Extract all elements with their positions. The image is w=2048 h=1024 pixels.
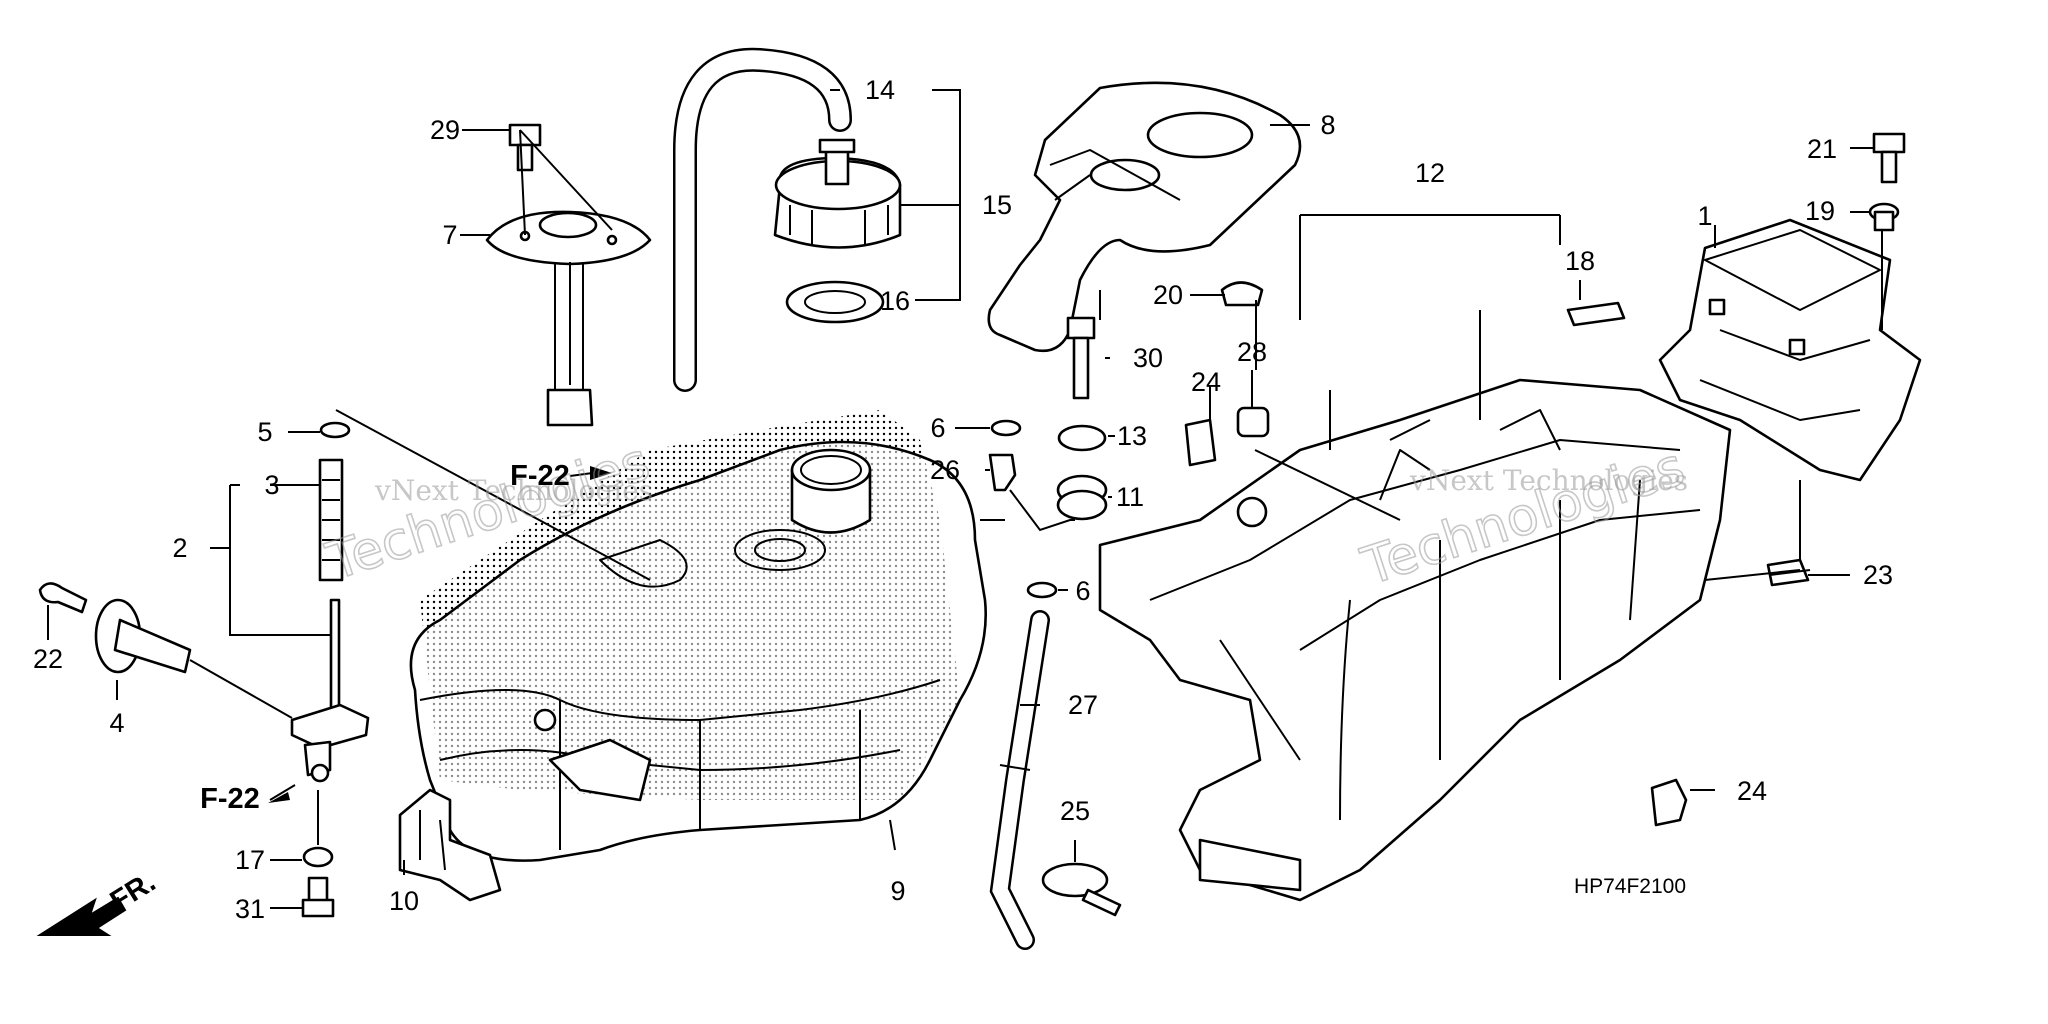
watermark-text-1: vNext Technologies — [374, 474, 653, 507]
washer-17-part — [302, 846, 334, 868]
bolt-30-part — [1066, 316, 1096, 400]
collar-19-part — [1868, 202, 1900, 232]
reference-f22-top: F-22 — [510, 460, 570, 492]
rubber-11-part — [1056, 474, 1108, 521]
callout-31: 31 — [235, 894, 265, 924]
fuel-sender-part — [485, 210, 652, 427]
callout-16: 16 — [880, 286, 910, 316]
callout-30: 30 — [1133, 343, 1163, 373]
watermark-text-2: vNext Technologies — [1409, 464, 1688, 497]
callout-26: 26 — [930, 455, 960, 485]
clamp-10-part — [398, 788, 502, 902]
callout-21: 21 — [1807, 134, 1837, 164]
reference-f22-left: F-22 — [200, 783, 260, 815]
inner-fender-part — [1098, 310, 1732, 902]
bolt-31-part — [301, 876, 335, 918]
callout-20: 20 — [1153, 280, 1183, 310]
bolt-21-part — [1872, 132, 1906, 184]
callout-13: 13 — [1117, 421, 1147, 451]
fuel-cap-part — [773, 138, 902, 249]
leader-lines — [47, 89, 1883, 909]
callout-17: 17 — [235, 845, 265, 875]
callout-10: 10 — [389, 886, 419, 916]
callout-1: 1 — [1697, 201, 1712, 231]
callout-22: 22 — [33, 644, 63, 674]
clip-24-part — [1184, 418, 1688, 827]
ref-arrows — [268, 466, 612, 803]
callout-6-upper: 6 — [930, 413, 945, 443]
battery-box-part — [1658, 218, 1922, 482]
callout-19: 19 — [1805, 196, 1835, 226]
callout-8: 8 — [1320, 110, 1335, 140]
callout-12: 12 — [1415, 158, 1445, 188]
clip-25-part — [1041, 862, 1122, 917]
callout-18: 18 — [1565, 246, 1595, 276]
collar-13-part — [1057, 424, 1107, 452]
callout-24-lower: 24 — [1737, 776, 1767, 806]
washer-5-part — [319, 421, 351, 439]
hose-27-part — [989, 610, 1050, 950]
front-direction-arrow — [36, 896, 127, 936]
plug-28-part — [1236, 406, 1270, 438]
filter-3-part — [318, 458, 344, 582]
callout-6-lower: 6 — [1075, 576, 1090, 606]
breather-hose-part — [673, 47, 852, 392]
callout-2: 2 — [172, 533, 187, 563]
callout-27: 27 — [1068, 690, 1098, 720]
fuel-tank-part — [409, 410, 987, 862]
callout-7: 7 — [442, 220, 457, 250]
callout-24-upper: 24 — [1191, 367, 1221, 397]
callout-28: 28 — [1237, 337, 1267, 367]
callout-14: 14 — [865, 75, 895, 105]
callout-25: 25 — [1060, 796, 1090, 826]
cap-20-part — [1220, 281, 1264, 307]
clip-6-part — [990, 419, 1058, 599]
callout-15: 15 — [982, 190, 1012, 220]
grommet-26-part — [988, 453, 1017, 492]
callout-4: 4 — [109, 708, 124, 738]
screw-22-part — [38, 582, 88, 614]
fuel-valve-part — [290, 598, 370, 783]
callout-5: 5 — [257, 417, 272, 447]
diagram-code: HP74F2100 — [1574, 875, 1686, 898]
pad-18-part — [1566, 301, 1626, 327]
valve-lever-part — [94, 598, 192, 674]
callout-3: 3 — [264, 470, 279, 500]
cap-gasket-part — [785, 280, 885, 324]
callout-29: 29 — [430, 115, 460, 145]
callout-23: 23 — [1863, 560, 1893, 590]
callout-9: 9 — [890, 876, 905, 906]
callout-11: 11 — [1116, 482, 1144, 512]
heat-guard-part — [987, 81, 1302, 353]
